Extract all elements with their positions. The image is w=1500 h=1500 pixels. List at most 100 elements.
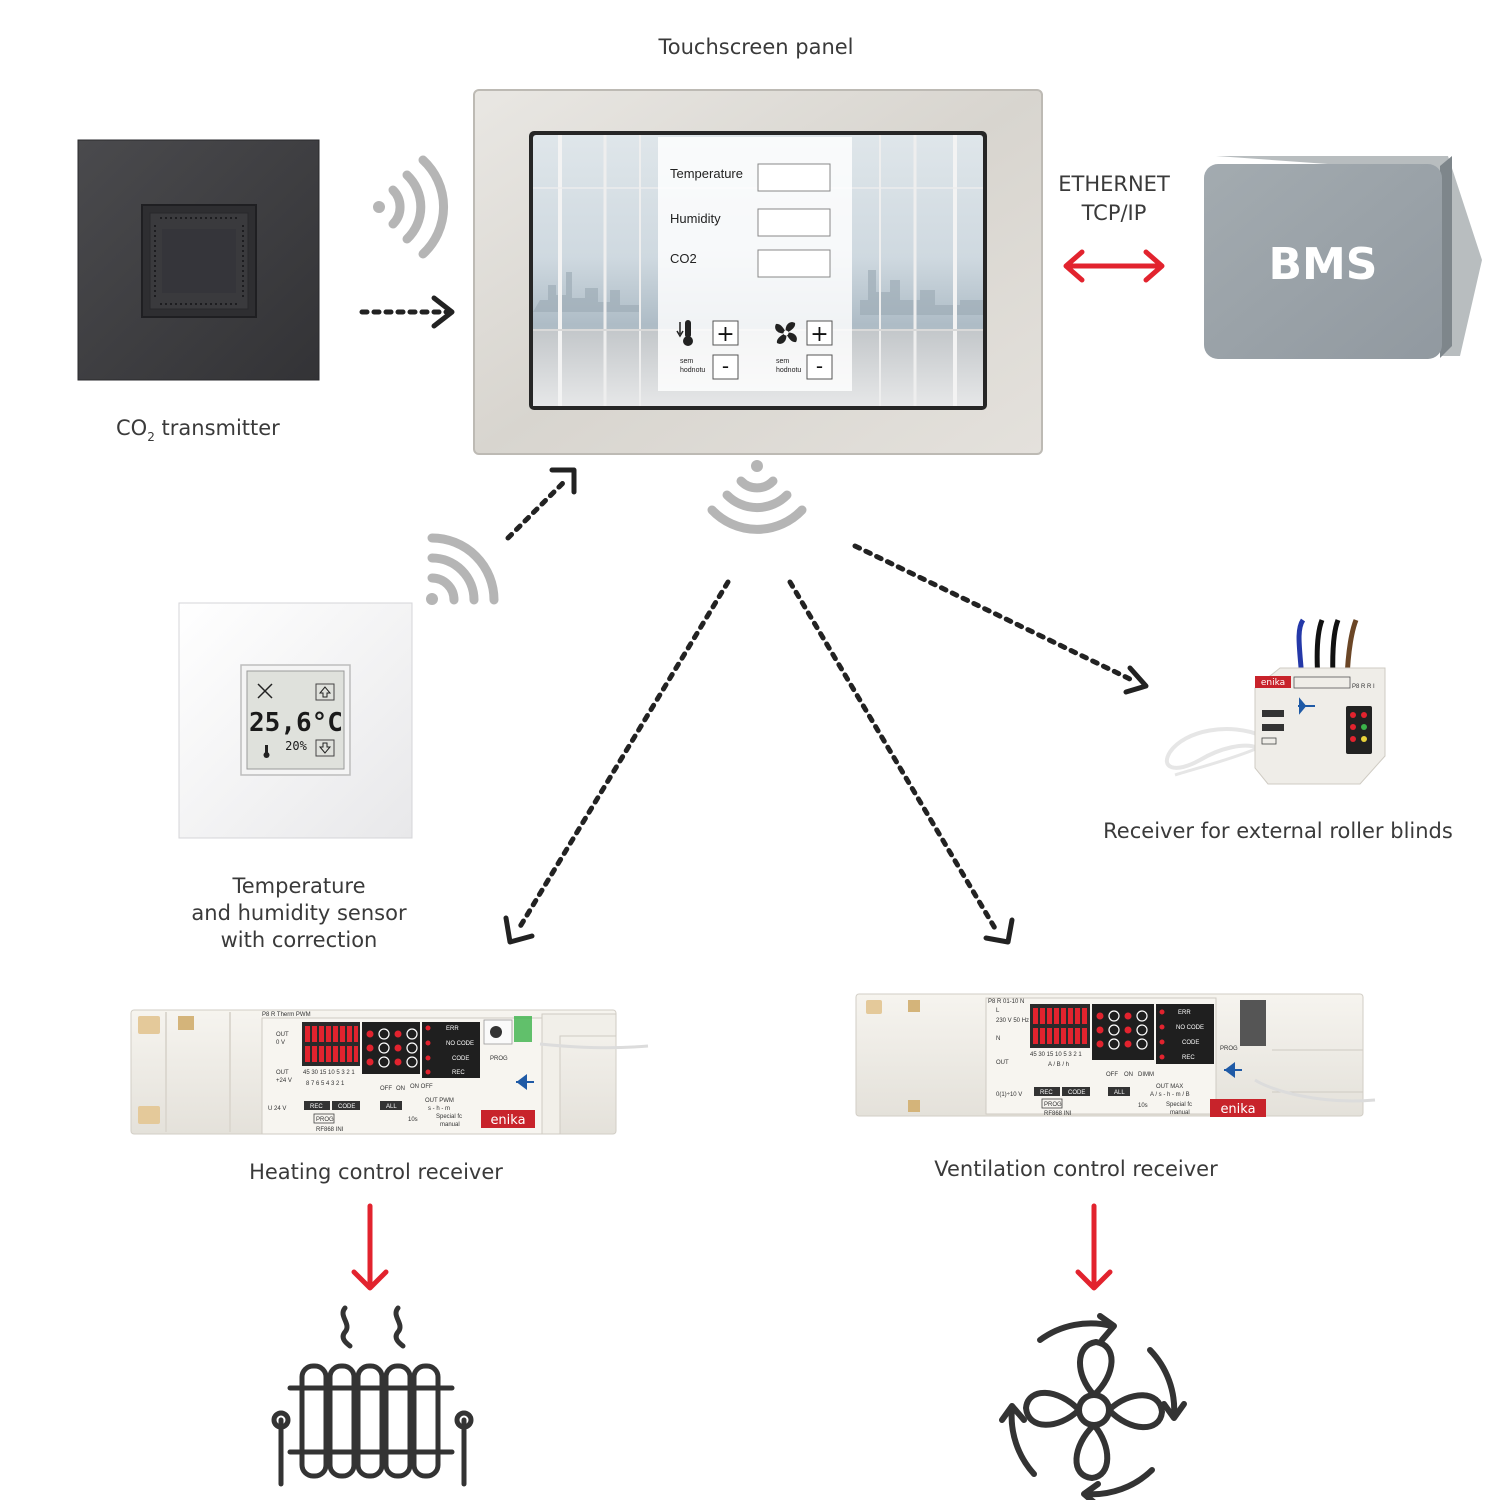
temperature-minus-button[interactable]	[712, 354, 739, 380]
sensor-down-arrow-icon	[315, 739, 335, 757]
ventilation-switch-dimm: DIMM	[1138, 1072, 1154, 1078]
heating-prog-top: PROG	[490, 1056, 508, 1062]
co2-caption: CO2 transmitter	[116, 416, 280, 444]
bms-link: ETHERNET TCP/IP	[1058, 172, 1170, 283]
sensor-up-arrow-icon	[315, 683, 335, 701]
ventilation-10s-label: 10s	[1138, 1103, 1148, 1109]
heating-10s-label: 10s	[408, 1117, 418, 1123]
ventilation-analog: 0(1)÷10 V	[996, 1092, 1022, 1098]
heating-supply-label: U 24 V	[268, 1106, 286, 1112]
fan-minus-button[interactable]	[806, 354, 833, 380]
roller-caption: Receiver for external roller blinds	[1103, 819, 1453, 843]
ventilation-scale-bottom: A / B / h	[1048, 1062, 1069, 1068]
bms-box: BMS	[1204, 156, 1482, 359]
ventilation-all-button: ALL	[1114, 1090, 1125, 1096]
temperature-hint-line1: sem	[680, 358, 693, 365]
roller-brand-label: enika	[1261, 678, 1285, 688]
ventilation-out: OUT	[996, 1060, 1009, 1066]
red-bidirectional-arrow	[1063, 249, 1165, 283]
sensor-temperature-display: 25,6°C	[249, 708, 343, 738]
heating-switch-onoff: ON OFF	[410, 1084, 433, 1090]
ventilation-led-rec: REC	[1182, 1055, 1195, 1061]
heating-led-code: CODE	[452, 1056, 469, 1062]
wifi-signal-sensor-icon	[426, 533, 499, 605]
fan-plus-button[interactable]	[806, 320, 833, 346]
dotted-arrow-to-roller-blinds	[852, 543, 1149, 695]
bms-label: BMS	[1268, 239, 1377, 290]
heating-rec-button: REC	[310, 1104, 323, 1110]
co2-sensor-vents	[154, 217, 244, 305]
ventilation-scale-top: 45 30 15 10 5 3 2 1	[1030, 1052, 1082, 1058]
sensor-humidity-display: 20%	[285, 739, 307, 753]
humidity-label: Humidity	[670, 211, 721, 226]
dotted-arrow-to-ventilation	[787, 579, 1015, 945]
ventilation-led-code: CODE	[1182, 1040, 1199, 1046]
red-arrow-to-fan	[1075, 1203, 1113, 1291]
wifi-signal-down-icon	[707, 460, 807, 534]
ventilation-prog-side: PROG	[1220, 1046, 1238, 1052]
co2-transmitter: CO2 transmitter	[77, 139, 320, 444]
heating-special-label: Special fc	[436, 1114, 462, 1120]
temperature-field[interactable]	[757, 163, 831, 192]
co2-field[interactable]	[757, 249, 831, 278]
temperature-minus-label: -	[722, 354, 729, 378]
sensor-thermometer-icon	[263, 745, 270, 758]
dotted-arrow-co2-to-panel	[359, 295, 455, 329]
heating-manual-label: manual	[440, 1122, 460, 1128]
heating-code-button: CODE	[338, 1104, 355, 1110]
wifi-signal-icon	[373, 155, 449, 259]
thermometer-icon	[676, 320, 693, 346]
heating-switch-off: OFF	[380, 1086, 392, 1092]
fan-hint-line1: sem	[776, 358, 789, 365]
ventilation-time-units: A / s - h - m / B	[1150, 1092, 1190, 1098]
heating-control-receiver: P8 R Therm PWM OUT 0 V OUT +24 V U 24 V …	[130, 1009, 649, 1184]
red-arrow-to-radiator	[351, 1203, 389, 1291]
touchscreen-caption: Touchscreen panel	[657, 35, 853, 59]
heating-scale-top: 45 30 15 10 5 3 2 1	[303, 1070, 355, 1076]
heating-led-rec: REC	[452, 1070, 465, 1076]
ventilation-switch-off: OFF	[1106, 1072, 1118, 1078]
humidity-field[interactable]	[757, 208, 831, 237]
ventilation-line-l: L	[996, 1008, 1000, 1014]
ventilation-rec-button: REC	[1040, 1090, 1053, 1096]
ventilation-dip-switches	[1033, 1008, 1087, 1044]
ventilation-supply: 230 V 50 Hz	[996, 1018, 1029, 1024]
ventilation-switch-on: ON	[1124, 1072, 1133, 1078]
touchscreen-panel: Touchscreen panel Temperature Humidity C…	[473, 35, 1043, 455]
heating-out-mid-voltage: +24 V	[276, 1078, 292, 1084]
dotted-arrow-sensor-to-panel	[505, 467, 577, 541]
temperature-plus-label: +	[716, 322, 734, 347]
heating-led-err: ERR	[446, 1026, 459, 1032]
sensor-caption-line2: and humidity sensor	[191, 901, 407, 925]
ventilation-model-label: P8 R 01-10 N	[988, 999, 1024, 1005]
co2-label: CO2	[670, 251, 697, 266]
ventilation-line-n: N	[996, 1036, 1000, 1042]
ethernet-label: ETHERNET	[1058, 172, 1170, 196]
heating-led-nocode: NO CODE	[446, 1041, 474, 1047]
heating-dip-switches	[305, 1026, 358, 1062]
heating-out-top: OUT	[276, 1032, 289, 1038]
roller-model-label: P8 R R I	[1352, 684, 1375, 690]
heating-scale-bottom: 8 7 6 5 4 3 2 1	[306, 1081, 345, 1087]
dotted-arrow-to-heating	[503, 579, 731, 945]
fan-hint-line2: hodnotu	[776, 367, 801, 374]
temperature-humidity-sensor: 25,6°C 20% Temperature and humidity sens…	[178, 602, 413, 952]
temperature-hint-line2: hodnotu	[680, 367, 705, 374]
heating-out-top-voltage: 0 V	[276, 1040, 285, 1046]
ventilation-fan-icon	[999, 1313, 1187, 1500]
tcpip-label: TCP/IP	[1081, 201, 1147, 225]
ventilation-prog-button: PROG	[1044, 1102, 1062, 1108]
heating-time-units: s - h - m	[428, 1106, 450, 1112]
ventilation-led-err: ERR	[1178, 1010, 1191, 1016]
temperature-plus-button[interactable]	[712, 320, 739, 346]
ventilation-rf-label: RF868 INI	[1044, 1111, 1072, 1117]
ventilation-caption: Ventilation control receiver	[934, 1157, 1218, 1181]
heating-model-label: P8 R Therm PWM	[262, 1012, 311, 1018]
heating-switch-on: ON	[396, 1086, 405, 1092]
ventilation-out-max: OUT MAX	[1156, 1084, 1183, 1090]
sensor-radio-icon	[257, 683, 273, 699]
radiator-icon	[271, 1305, 474, 1487]
fan-minus-label: -	[816, 354, 823, 378]
roller-blind-receiver: enika P8 R R I Receiver for external rol…	[1103, 618, 1453, 843]
